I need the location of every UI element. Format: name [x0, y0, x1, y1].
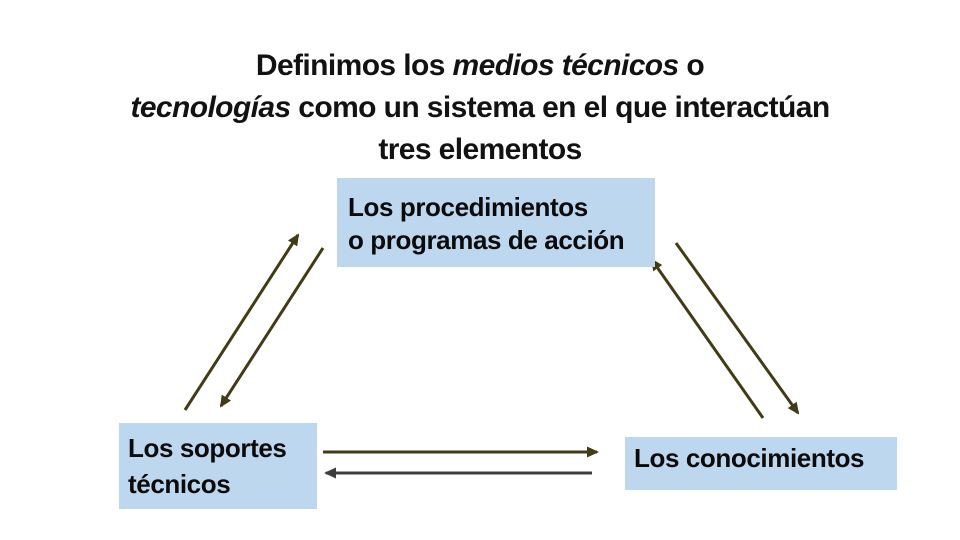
supports-box: Los soportes técnicos — [119, 423, 317, 509]
procedures-box-line2: o programas de acción — [348, 225, 625, 255]
arrow-right-pair-up — [650, 258, 765, 419]
title-segment: o — [678, 49, 705, 82]
procedures-box-line1: Los procedimientos — [348, 192, 588, 222]
title-line: Definimos los medios técnicos o — [0, 45, 960, 87]
arrow-left-pair-down — [219, 247, 325, 408]
title-segment: como un sistema en el que interactúan — [290, 91, 830, 124]
arrow-left-pair-up — [183, 233, 300, 411]
supports-box-line1: Los soportes — [128, 433, 287, 463]
title-segment: medios técnicos — [452, 49, 680, 82]
knowledge-box: Los conocimientos — [625, 437, 897, 490]
knowledge-box-line1: Los conocimientos — [634, 443, 865, 473]
title-segment: tecnologías — [130, 91, 291, 124]
procedures-box: Los procedimientos o programas de acción — [337, 178, 655, 267]
supports-box-line2: técnicos — [128, 469, 231, 499]
title-segment: tres elementos — [378, 133, 582, 166]
title-segment: Definimos los — [255, 49, 453, 82]
arrow-right-pair-down — [674, 242, 800, 415]
title-line: tecnologías como un sistema en el que in… — [0, 87, 960, 129]
title-line: tres elementos — [0, 129, 960, 171]
